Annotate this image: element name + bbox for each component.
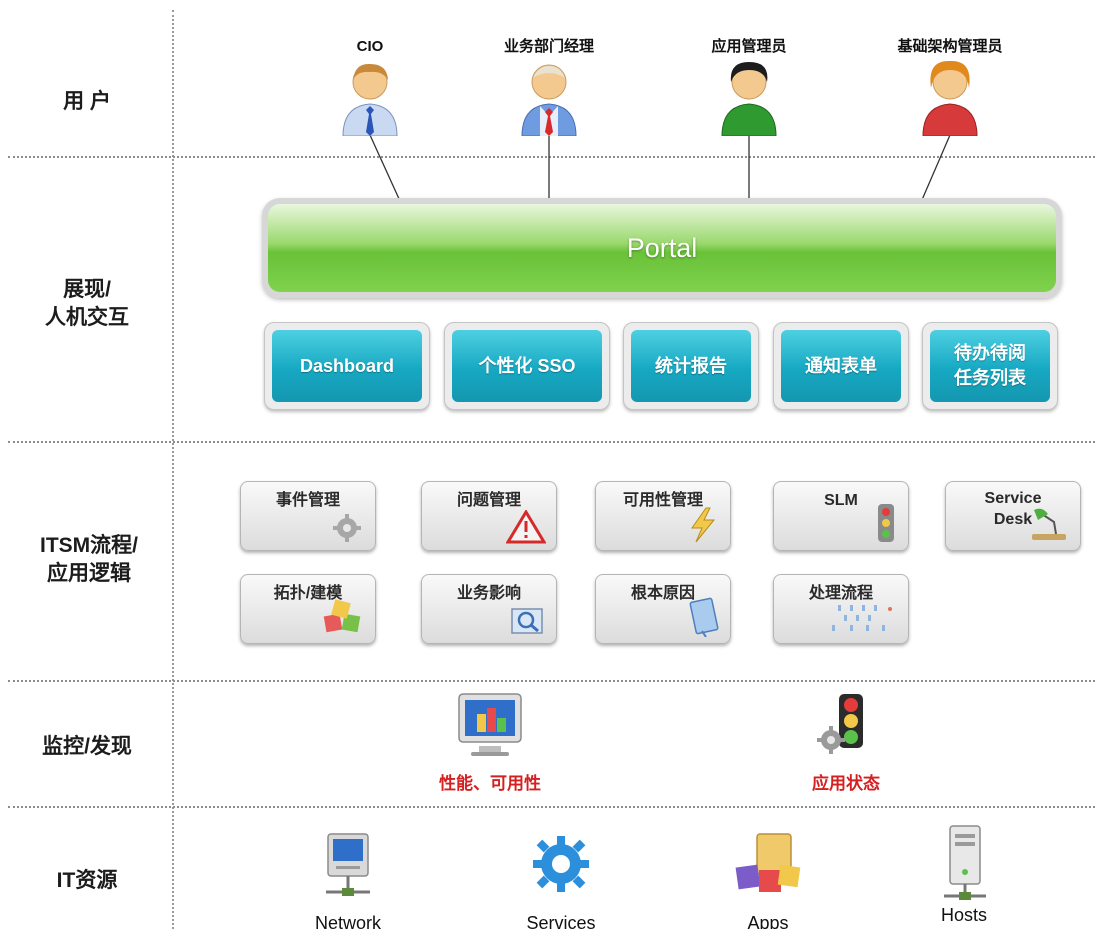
todo-task-list-button[interactable]: 待办待阅 任务列表 xyxy=(922,322,1058,410)
layer-label-resources: IT资源 xyxy=(56,869,118,892)
warning-icon xyxy=(506,510,546,544)
module-label: 可用性管理 xyxy=(622,492,703,509)
layer-divider-monitor xyxy=(8,806,1095,808)
user-name: CIO xyxy=(356,38,384,55)
module-topology-modeling[interactable]: 拓扑/建模 xyxy=(240,574,376,644)
button-label: Dashboard xyxy=(272,330,422,402)
notification-form-button[interactable]: 通知表单 xyxy=(773,322,909,410)
resource-hosts: Hosts xyxy=(889,822,1039,926)
user-red-tie-icon xyxy=(521,64,577,136)
layer-label-users: 用 户 xyxy=(63,90,111,113)
portal-bar[interactable]: Portal xyxy=(262,198,1062,298)
traffic-light-gears-icon xyxy=(817,694,863,754)
monitor-app-status: 应用状态 xyxy=(756,690,936,794)
layer-label-monitor: 监控/发现 xyxy=(42,735,132,758)
module-label: 拓扑/建模 xyxy=(273,585,343,602)
server-tower-icon xyxy=(944,825,986,900)
layer-label-presentation: 展现/ 人机交互 xyxy=(45,278,129,329)
button-label: 个性化 SSO xyxy=(452,330,602,402)
module-label: 事件管理 xyxy=(275,492,340,509)
layer-label-itsm: ITSM流程/ 应用逻辑 xyxy=(40,534,138,585)
module-label: 业务影响 xyxy=(456,585,521,602)
monitor-chart-icon xyxy=(458,693,522,756)
resource-network: Network xyxy=(273,830,423,929)
monitor-performance: 性能、可用性 xyxy=(400,690,580,794)
layer-divider-presentation xyxy=(8,441,1095,443)
apps-boxes-icon xyxy=(735,833,801,892)
lightning-icon xyxy=(691,507,716,543)
user-name: 基础架构管理员 xyxy=(897,38,1003,55)
module-root-cause[interactable]: 根本原因 xyxy=(595,574,731,644)
resource-label: Services xyxy=(526,913,596,929)
module-business-impact[interactable]: 业务影响 xyxy=(421,574,557,644)
resource-apps: Apps xyxy=(693,830,843,929)
user-infra-admin: 基础架构管理员 xyxy=(860,36,1040,136)
cubes-icon xyxy=(323,599,361,633)
layer-divider-users xyxy=(8,156,1095,158)
desk-lamp-icon xyxy=(1032,508,1066,540)
user-blue-tie-icon xyxy=(342,63,398,136)
resource-label: Apps xyxy=(747,913,789,929)
module-service-desk[interactable]: Service Desk xyxy=(945,481,1081,551)
layer-divider-itsm xyxy=(8,680,1095,682)
resource-label: Network xyxy=(314,913,381,929)
monitor-label: 应用状态 xyxy=(812,774,880,793)
user-name: 业务部门经理 xyxy=(503,38,594,55)
module-availability-management[interactable]: 可用性管理 xyxy=(595,481,731,551)
button-label: 待办待阅 任务列表 xyxy=(930,330,1050,402)
module-incident-management[interactable]: 事件管理 xyxy=(240,481,376,551)
services-gear-icon xyxy=(533,836,589,892)
document-icon xyxy=(689,597,719,637)
button-label: 统计报告 xyxy=(631,330,751,402)
flow-icon xyxy=(832,605,892,631)
portal-label: Portal xyxy=(626,232,698,263)
dashboard-button[interactable]: Dashboard xyxy=(264,322,430,410)
user-cio: CIO xyxy=(280,36,460,136)
module-label: 根本原因 xyxy=(630,585,695,602)
user-name: 应用管理员 xyxy=(711,38,787,55)
module-label: Service Desk xyxy=(984,490,1042,528)
button-label: 通知表单 xyxy=(781,330,901,402)
module-label: 问题管理 xyxy=(456,492,521,509)
sso-button[interactable]: 个性化 SSO xyxy=(444,322,610,410)
user-business-manager: 业务部门经理 xyxy=(459,36,639,136)
magnifier-icon xyxy=(511,608,543,634)
user-red-icon xyxy=(922,60,978,136)
module-process-flow[interactable]: 处理流程 xyxy=(773,574,909,644)
network-computer-icon xyxy=(326,833,370,896)
monitor-label: 性能、可用性 xyxy=(439,774,541,793)
layer-column-divider xyxy=(172,10,174,929)
user-green-icon xyxy=(721,62,777,136)
user-app-admin: 应用管理员 xyxy=(659,36,839,136)
module-slm[interactable]: SLM xyxy=(773,481,909,551)
resource-label: Hosts xyxy=(940,905,987,925)
module-label: SLM xyxy=(824,492,858,509)
gear-icon xyxy=(333,514,361,542)
module-problem-management[interactable]: 问题管理 xyxy=(421,481,557,551)
resource-services: Services xyxy=(486,830,636,929)
traffic-light-icon xyxy=(878,504,894,542)
module-label: 处理流程 xyxy=(808,585,873,602)
statistics-report-button[interactable]: 统计报告 xyxy=(623,322,759,410)
